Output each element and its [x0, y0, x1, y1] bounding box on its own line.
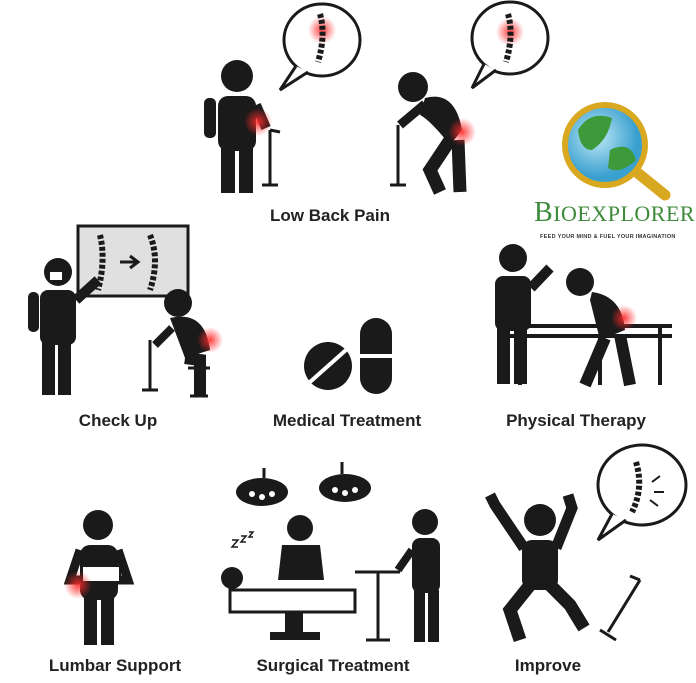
walking-patient-icon — [566, 268, 637, 388]
speech-bubble-spine-icon — [470, 0, 550, 90]
dropped-cane-icon — [599, 574, 642, 642]
pills-icon — [304, 318, 392, 394]
bioexplorer-logo-icon — [562, 102, 671, 201]
sleep-zzz-icon — [230, 531, 255, 548]
nurse-icon — [394, 509, 440, 642]
instrument-table-icon — [355, 570, 400, 642]
speech-bubble-spine-icon — [278, 2, 362, 92]
operating-table-icon — [221, 567, 357, 640]
logo-wordmark: BIOEXPLORER — [534, 198, 695, 228]
doctor-icon — [28, 258, 102, 395]
bent-person-icon — [390, 72, 476, 195]
logo-tagline: Feed your mind & fuel your imagination — [540, 234, 676, 240]
logo-name: IOEXPLORER — [553, 201, 696, 226]
speech-bubble-healthy-spine-icon — [596, 443, 688, 542]
seated-patient-icon — [142, 289, 223, 398]
label-lumbar-support: Lumbar Support — [48, 656, 182, 675]
lumbar-support-person-icon — [63, 510, 135, 645]
label-improve: Improve — [514, 656, 582, 675]
label-surgical-treatment: Surgical Treatment — [256, 656, 410, 675]
jumping-person-icon — [485, 492, 590, 643]
surgical-lamps-icon — [236, 462, 371, 506]
parallel-bars-icon — [510, 324, 672, 385]
label-low-back-pain: Low Back Pain — [270, 206, 390, 225]
standing-person-icon — [204, 60, 281, 193]
surgeon-icon — [278, 515, 324, 580]
therapist-icon — [495, 244, 554, 384]
label-check-up: Check Up — [78, 411, 158, 430]
label-physical-therapy: Physical Therapy — [506, 411, 646, 430]
logo-initial: B — [534, 197, 554, 228]
label-medical-treatment: Medical Treatment — [272, 411, 422, 430]
